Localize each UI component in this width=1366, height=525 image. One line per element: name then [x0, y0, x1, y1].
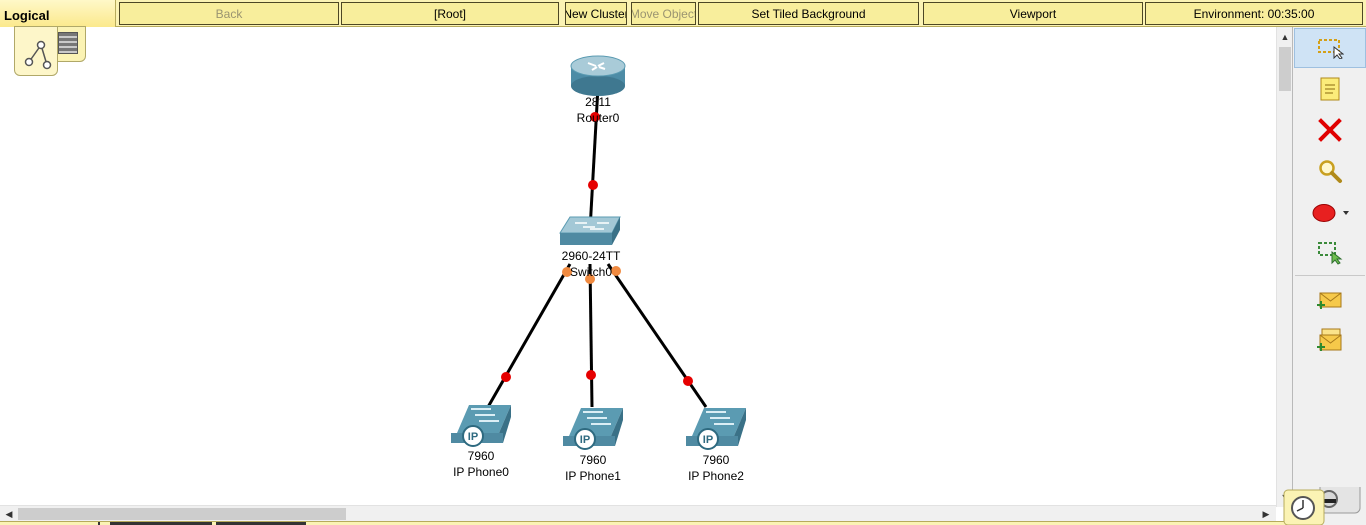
select-icon: [1318, 39, 1344, 59]
ip-phone-icon[interactable]: [686, 408, 746, 450]
vertical-scroll-thumb[interactable]: [1279, 47, 1291, 91]
link-router0-switch0[interactable]: [588, 86, 600, 231]
delete-button[interactable]: [1294, 110, 1366, 150]
note-icon: [1320, 77, 1340, 101]
device-model: 7960: [579, 453, 607, 467]
link-light: [590, 112, 600, 122]
logical-view-icon[interactable]: [14, 26, 86, 78]
draw-ellipse-icon: [1312, 204, 1349, 222]
ipphone2-label: 7960 IP Phone2: [688, 452, 744, 484]
ipphone1-label: 7960 IP Phone1: [565, 452, 621, 484]
scroll-left-icon[interactable]: ◀: [5, 509, 13, 519]
add-simple-pdu-icon: [1317, 292, 1342, 309]
link-switch0-ipphone2[interactable]: [606, 263, 708, 408]
logical-workspace-canvas[interactable]: IP IP IP 2811 Router0 2960-24TT Switch0 …: [0, 27, 1276, 507]
resize-shape-button[interactable]: [1294, 233, 1366, 273]
logical-tab-label: Logical: [4, 8, 50, 23]
inspect-button[interactable]: [1294, 151, 1366, 191]
device-name: IP Phone2: [688, 469, 744, 483]
link-light: [562, 267, 572, 277]
link-light: [611, 266, 621, 276]
draw-ellipse-button[interactable]: [1294, 193, 1366, 233]
realtime-controls: [1283, 480, 1361, 525]
environment-button[interactable]: Environment: 00:35:00: [1145, 2, 1363, 25]
device-name: IP Phone0: [453, 465, 509, 479]
realtime-mode-area: [1282, 480, 1366, 525]
router0-label: 2811 Router0: [577, 94, 620, 126]
move-object-button[interactable]: Move Object: [631, 2, 696, 25]
ip-phone-icon[interactable]: [563, 408, 623, 450]
topology-links: IP IP IP: [451, 55, 746, 450]
link-light: [683, 376, 693, 386]
switch0-label: 2960-24TT Switch0: [562, 248, 621, 280]
device-model: 7960: [702, 453, 730, 467]
toolbar-separator: [1295, 275, 1365, 276]
device-model: 7960: [467, 449, 495, 463]
back-button[interactable]: Back: [119, 2, 339, 25]
link-light: [501, 372, 511, 382]
link-switch0-ipphone1[interactable]: [588, 263, 594, 408]
place-note-button[interactable]: [1294, 69, 1366, 109]
ipphone0-label: 7960 IP Phone0: [453, 448, 509, 480]
new-cluster-button[interactable]: New Cluster: [565, 2, 627, 25]
ip-badge: IP: [580, 434, 590, 446]
scroll-up-icon[interactable]: ▲: [1280, 32, 1290, 42]
add-simple-pdu-button[interactable]: [1294, 279, 1366, 319]
set-tiled-background-button[interactable]: Set Tiled Background: [698, 2, 919, 25]
device-model: 2960-24TT: [561, 249, 621, 263]
link-light: [588, 180, 598, 190]
ip-badge: IP: [703, 434, 713, 446]
bottom-panel-tab[interactable]: [110, 522, 212, 525]
inspect-icon: [1319, 160, 1342, 183]
add-complex-pdu-button[interactable]: [1294, 320, 1366, 360]
delete-icon: [1318, 118, 1342, 142]
common-tools-bar: [1292, 27, 1366, 525]
bottom-panel-tab[interactable]: [216, 522, 306, 525]
logical-workspace-tab[interactable]: Logical: [0, 0, 116, 27]
horizontal-scrollbar[interactable]: ◀ ▶: [0, 505, 1276, 522]
resize-shape-icon: [1318, 242, 1343, 265]
device-model: 2811: [585, 95, 611, 109]
top-toolbar: Logical Back [Root] New Cluster Move Obj…: [0, 0, 1366, 27]
bottom-panel-edge: [0, 521, 1292, 525]
select-tool-button[interactable]: [1294, 28, 1366, 68]
ip-phone-icon[interactable]: [451, 405, 511, 447]
viewport-button[interactable]: Viewport: [923, 2, 1143, 25]
switch-icon[interactable]: [559, 216, 621, 245]
topology-icon: [24, 40, 52, 70]
ip-badge: IP: [468, 431, 478, 443]
link-switch0-ipphone0[interactable]: [486, 263, 572, 408]
link-light: [585, 274, 595, 284]
router-icon[interactable]: [570, 55, 626, 96]
horizontal-scroll-thumb[interactable]: [18, 508, 346, 520]
device-name: IP Phone1: [565, 469, 621, 483]
device-name: Router0: [576, 111, 620, 125]
add-complex-pdu-icon: [1317, 328, 1342, 351]
vertical-scrollbar[interactable]: ▲ ▼: [1276, 27, 1292, 507]
scroll-right-icon[interactable]: ▶: [1262, 509, 1270, 519]
link-light: [586, 370, 596, 380]
root-button[interactable]: [Root]: [341, 2, 559, 25]
bottom-divider: [98, 522, 100, 525]
device-name: Switch0: [569, 265, 613, 279]
chevron-down-icon: [1343, 211, 1349, 215]
